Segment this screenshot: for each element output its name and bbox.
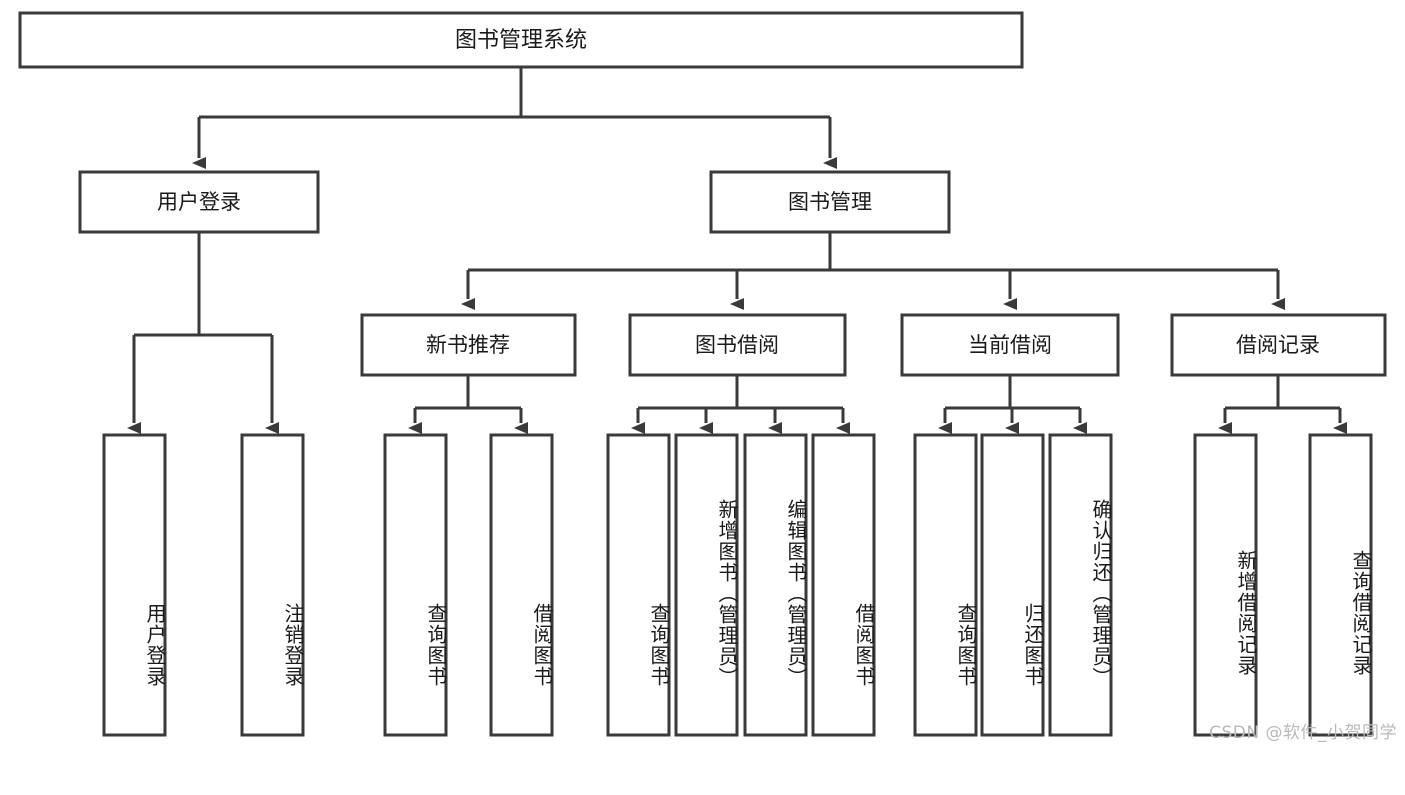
leaf-box-current-borrow-0[interactable] [913, 433, 978, 737]
leaf-box-new-book-0[interactable] [383, 433, 448, 737]
leaf-box-current-borrow-1[interactable] [980, 433, 1045, 737]
tree-svg-canvas: 图书管理系统 用户登录 图书管理 新书推荐 图书借阅 当前借阅 借阅记录 [18, 11, 1387, 737]
node-borrow-records-label: 借阅记录 [1236, 333, 1320, 357]
node-root[interactable]: 图书管理系统 [18, 11, 1024, 69]
node-borrow-records[interactable]: 借阅记录 [1170, 313, 1387, 377]
csdn-watermark: CSDN @软件_小贺同学 [1209, 723, 1397, 743]
node-book-borrow-label: 图书借阅 [695, 333, 779, 357]
node-user-login[interactable]: 用户登录 [78, 170, 320, 234]
leaf-box-user-login-1[interactable] [240, 433, 305, 737]
node-new-book-recommend-label: 新书推荐 [426, 333, 510, 357]
node-current-borrow-label: 当前借阅 [968, 333, 1052, 357]
node-book-borrow[interactable]: 图书借阅 [628, 313, 847, 377]
node-user-login-box[interactable] [78, 170, 320, 234]
leaf-box-book-borrow-3[interactable] [811, 433, 876, 737]
connector-layer [127, 67, 1347, 434]
node-current-borrow[interactable]: 当前借阅 [900, 313, 1120, 377]
node-book-manage-label: 图书管理 [788, 190, 872, 214]
node-book-manage[interactable]: 图书管理 [709, 170, 951, 234]
node-borrow-records-box[interactable] [1170, 313, 1387, 377]
leaf-box-book-borrow-2[interactable] [743, 433, 808, 737]
node-book-borrow-box[interactable] [628, 313, 847, 377]
node-book-manage-box[interactable] [709, 170, 951, 234]
node-current-borrow-box[interactable] [900, 313, 1120, 377]
leaf-box-new-book-1[interactable] [489, 433, 554, 737]
leaf-box-user-login-0[interactable] [102, 433, 167, 737]
node-user-login-label: 用户登录 [157, 190, 241, 214]
leaf-box-book-borrow-0[interactable] [606, 433, 671, 737]
leaf-box-borrow-records-1[interactable] [1308, 433, 1373, 737]
node-root-box[interactable] [18, 11, 1024, 69]
node-new-book-recommend-box[interactable] [360, 313, 577, 377]
node-new-book-recommend[interactable]: 新书推荐 [360, 313, 577, 377]
leaf-box-current-borrow-2[interactable] [1048, 433, 1113, 737]
node-root-label: 图书管理系统 [455, 28, 587, 53]
leaf-box-book-borrow-1[interactable] [674, 433, 739, 737]
flowchart-diagram: 图书管理系统 用户登录 图书管理 新书推荐 图书借阅 当前借阅 借阅记录 [18, 11, 1397, 743]
leaf-box-borrow-records-0[interactable] [1193, 433, 1258, 737]
